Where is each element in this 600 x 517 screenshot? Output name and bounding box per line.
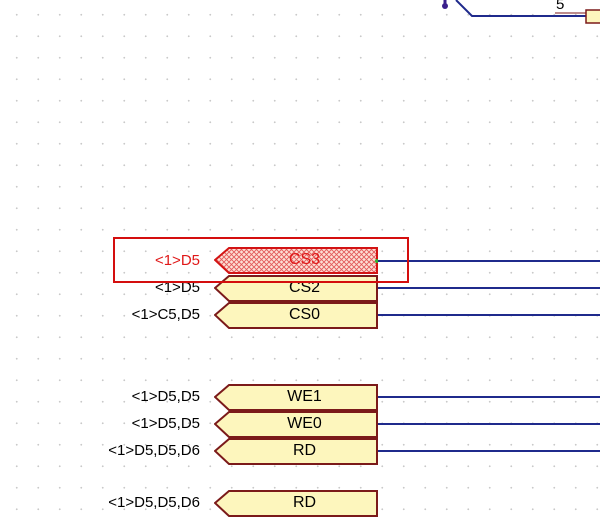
wire-rd[interactable]: [377, 450, 600, 452]
port-label-cs0: CS0: [288, 306, 321, 323]
port-xref-we1: <1>D5,D5: [131, 388, 200, 405]
port-label-rd-2: RD: [292, 494, 317, 511]
pin-number: 5: [556, 0, 565, 13]
port-label-we0: WE0: [287, 415, 322, 432]
port-label-cs2: CS2: [288, 279, 321, 296]
port-label-we1: WE1: [287, 388, 322, 405]
wire-cs2[interactable]: [377, 287, 600, 289]
wire-we1[interactable]: [377, 396, 600, 398]
top-wire-fragment: [442, 0, 600, 24]
wire-cs0[interactable]: [377, 314, 600, 316]
port-cs3[interactable]: CS3: [214, 247, 378, 274]
port-we1[interactable]: WE1: [214, 384, 378, 411]
wire-we0[interactable]: [377, 423, 600, 425]
port-rd[interactable]: RD: [214, 438, 378, 465]
port-cs0[interactable]: CS0: [214, 302, 378, 329]
selection-rectangle: [113, 237, 409, 283]
port-label-rd: RD: [292, 442, 317, 459]
port-xref-cs3: <1>D5: [154, 252, 200, 269]
port-xref-rd: <1>D5,D5,D6: [108, 442, 200, 459]
port-xref-cs0: <1>C5,D5: [131, 306, 200, 323]
port-xref-cs2: <1>D5: [154, 279, 200, 296]
port-xref-we0: <1>D5,D5: [131, 415, 200, 432]
port-xref-rd-2: <1>D5,D5,D6: [108, 494, 200, 511]
wire-cs3[interactable]: [377, 260, 600, 262]
port-label-cs3: CS3: [288, 251, 321, 268]
port-we0[interactable]: WE0: [214, 411, 378, 438]
port-rd-2[interactable]: RD: [214, 490, 378, 517]
